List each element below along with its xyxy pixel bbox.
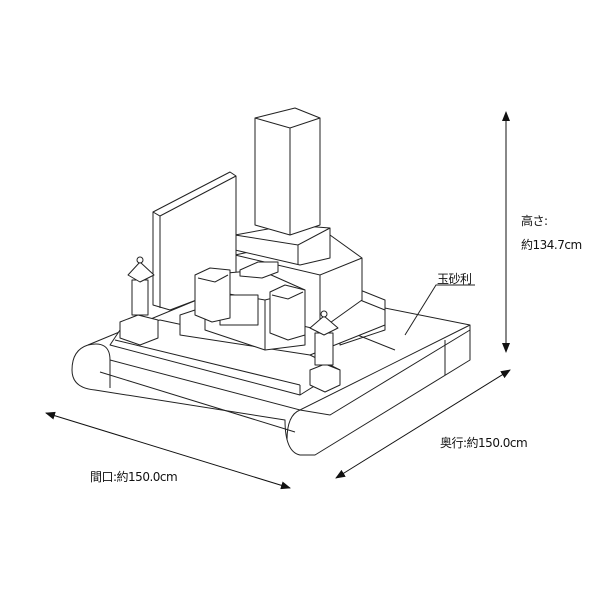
lantern-left: [119, 256, 159, 346]
width-arrow: [45, 411, 291, 490]
depth-label: 奥行:約150.0cm: [440, 436, 528, 450]
width-label: 間口:約150.0cm: [90, 470, 178, 484]
lantern-right: [309, 310, 341, 393]
depth-arrow: [335, 369, 511, 479]
gravel-label: 玉砂利: [437, 272, 472, 286]
monument: [254, 107, 321, 236]
height-value: 約134.7cm: [521, 238, 582, 252]
height-title: 高さ:: [521, 214, 548, 228]
gravel-leader-line: [404, 284, 475, 336]
offering-stand: [194, 261, 306, 351]
